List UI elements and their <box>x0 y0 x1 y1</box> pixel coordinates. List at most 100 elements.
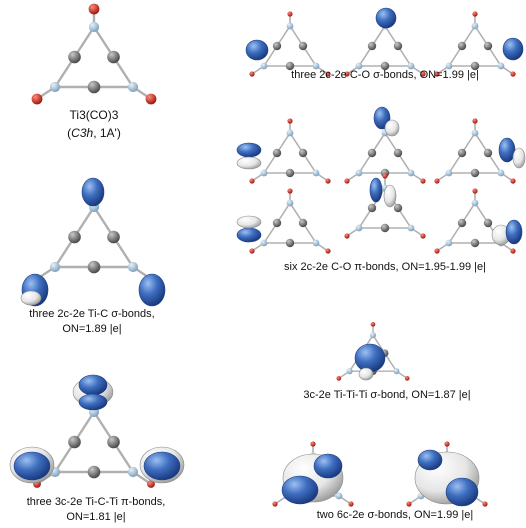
orbital-lobe-blue <box>354 343 386 373</box>
formula-label: Ti3(CO)3 <box>69 108 119 122</box>
orbital-lobe-white <box>236 215 262 229</box>
titanium-atom <box>497 62 505 70</box>
titanium-atom <box>286 22 294 30</box>
carbon-atom <box>107 435 120 449</box>
oxygen-atom <box>344 71 350 77</box>
orbital-lobe-blue <box>245 39 269 61</box>
molecule-frame <box>249 118 331 184</box>
oxygen-atom <box>434 178 440 184</box>
orbital-lobe-blue <box>13 451 51 481</box>
point-group: C3h <box>71 126 94 140</box>
carbon-atom <box>285 61 295 71</box>
oxygen-atom <box>420 233 426 239</box>
oxygen-atom <box>472 118 478 124</box>
molecule-frame <box>344 173 426 239</box>
carbon-atom <box>68 435 81 449</box>
carbon-atom <box>107 50 120 64</box>
titanium-atom <box>335 492 343 500</box>
carbon-atom <box>393 41 403 51</box>
orbital-lobe-blue <box>78 393 108 411</box>
titanium-atom <box>471 199 479 207</box>
titanium-atom <box>407 62 415 70</box>
oxygen-atom <box>325 71 331 77</box>
orbital-lobe-blue <box>505 219 523 245</box>
oxygen-atom <box>370 322 376 327</box>
molecule-frame <box>434 118 516 184</box>
oxygen-atom <box>344 233 350 239</box>
carbon-atom <box>457 148 467 158</box>
oxygen-atom <box>145 93 157 105</box>
titanium-atom <box>407 169 415 177</box>
carbon-atom <box>470 61 480 71</box>
carbon-atom <box>367 203 377 213</box>
titanium-atom <box>127 261 139 273</box>
titanium-atom <box>407 224 415 232</box>
orbital-lobe-blue <box>375 7 397 29</box>
oxygen-atom <box>325 178 331 184</box>
carbon-atom <box>367 148 377 158</box>
orbital-lobe-white <box>383 184 397 208</box>
orbital-lobe-blue <box>445 477 479 507</box>
caption-tic-sigma-line1: three 2c-2e Ti-C σ-bonds, <box>29 308 155 320</box>
oxygen-atom <box>310 441 316 447</box>
titanium-atom <box>286 129 294 137</box>
carbon-atom <box>298 218 308 228</box>
orbital-lobe-blue <box>417 449 443 471</box>
carbon-atom <box>87 260 101 274</box>
orbital-lobes <box>9 7 526 507</box>
orbital-lobe-blue <box>236 227 262 243</box>
carbon-atom <box>68 50 81 64</box>
oxygen-atom <box>382 173 388 179</box>
carbon-atom <box>87 465 101 479</box>
titanium-atom <box>471 129 479 137</box>
oxygen-atom <box>348 501 354 507</box>
orbital-lobe-blue <box>143 451 181 481</box>
carbon-atom <box>298 41 308 51</box>
titanium-atom <box>286 199 294 207</box>
orbital-lobe-blue <box>236 142 262 158</box>
titanium-atom <box>260 239 268 247</box>
oxygen-atom <box>434 71 440 77</box>
carbon-atom <box>272 148 282 158</box>
oxygen-atom <box>272 501 278 507</box>
oxygen-atom <box>510 178 516 184</box>
titanium-atom <box>260 169 268 177</box>
electronic-state: 1A' <box>99 126 117 140</box>
oxygen-atom <box>287 188 293 194</box>
titanium-atom <box>260 62 268 70</box>
titanium-atom <box>312 62 320 70</box>
carbon-atom <box>380 223 390 233</box>
caption-sixc-sigma: two 6c-2e σ-bonds, ON=1.99 |e| <box>316 509 474 521</box>
oxygen-atom <box>420 71 426 77</box>
oxygen-atom <box>472 11 478 17</box>
titanium-atom <box>49 81 61 93</box>
titanium-atom <box>127 466 139 478</box>
titanium-atom <box>312 169 320 177</box>
oxygen-atom <box>434 248 440 254</box>
oxygen-atom <box>287 118 293 124</box>
molecule-frame <box>33 390 155 488</box>
oxygen-atom <box>88 3 100 15</box>
titanium-atom <box>471 22 479 30</box>
molecule-frame <box>344 11 426 77</box>
oxygen-atom <box>325 248 331 254</box>
orbital-lobe-white <box>358 367 374 381</box>
oxygen-atom <box>406 501 412 507</box>
caption-ticti-pi-line2: ON=1.81 |e| <box>66 511 126 523</box>
orbital-lobe-blue <box>313 453 343 479</box>
caption-ticti-pi-line1: three 3c-2e Ti-C-Ti π-bonds, <box>26 496 166 508</box>
carbon-atom <box>272 41 282 51</box>
orbital-lobe-blue <box>81 177 105 207</box>
oxygen-atom <box>404 376 410 381</box>
titanium-atom <box>88 21 100 33</box>
carbon-atom <box>483 41 493 51</box>
carbon-atom <box>457 41 467 51</box>
orbital-lobe-blue <box>498 137 516 163</box>
titanium-atom <box>355 62 363 70</box>
orbital-lobe-white <box>512 147 526 169</box>
molecule-frame <box>31 3 157 105</box>
orbital-lobe-blue <box>281 475 319 505</box>
molecule-frame <box>249 11 331 77</box>
titanium-atom <box>369 332 377 339</box>
